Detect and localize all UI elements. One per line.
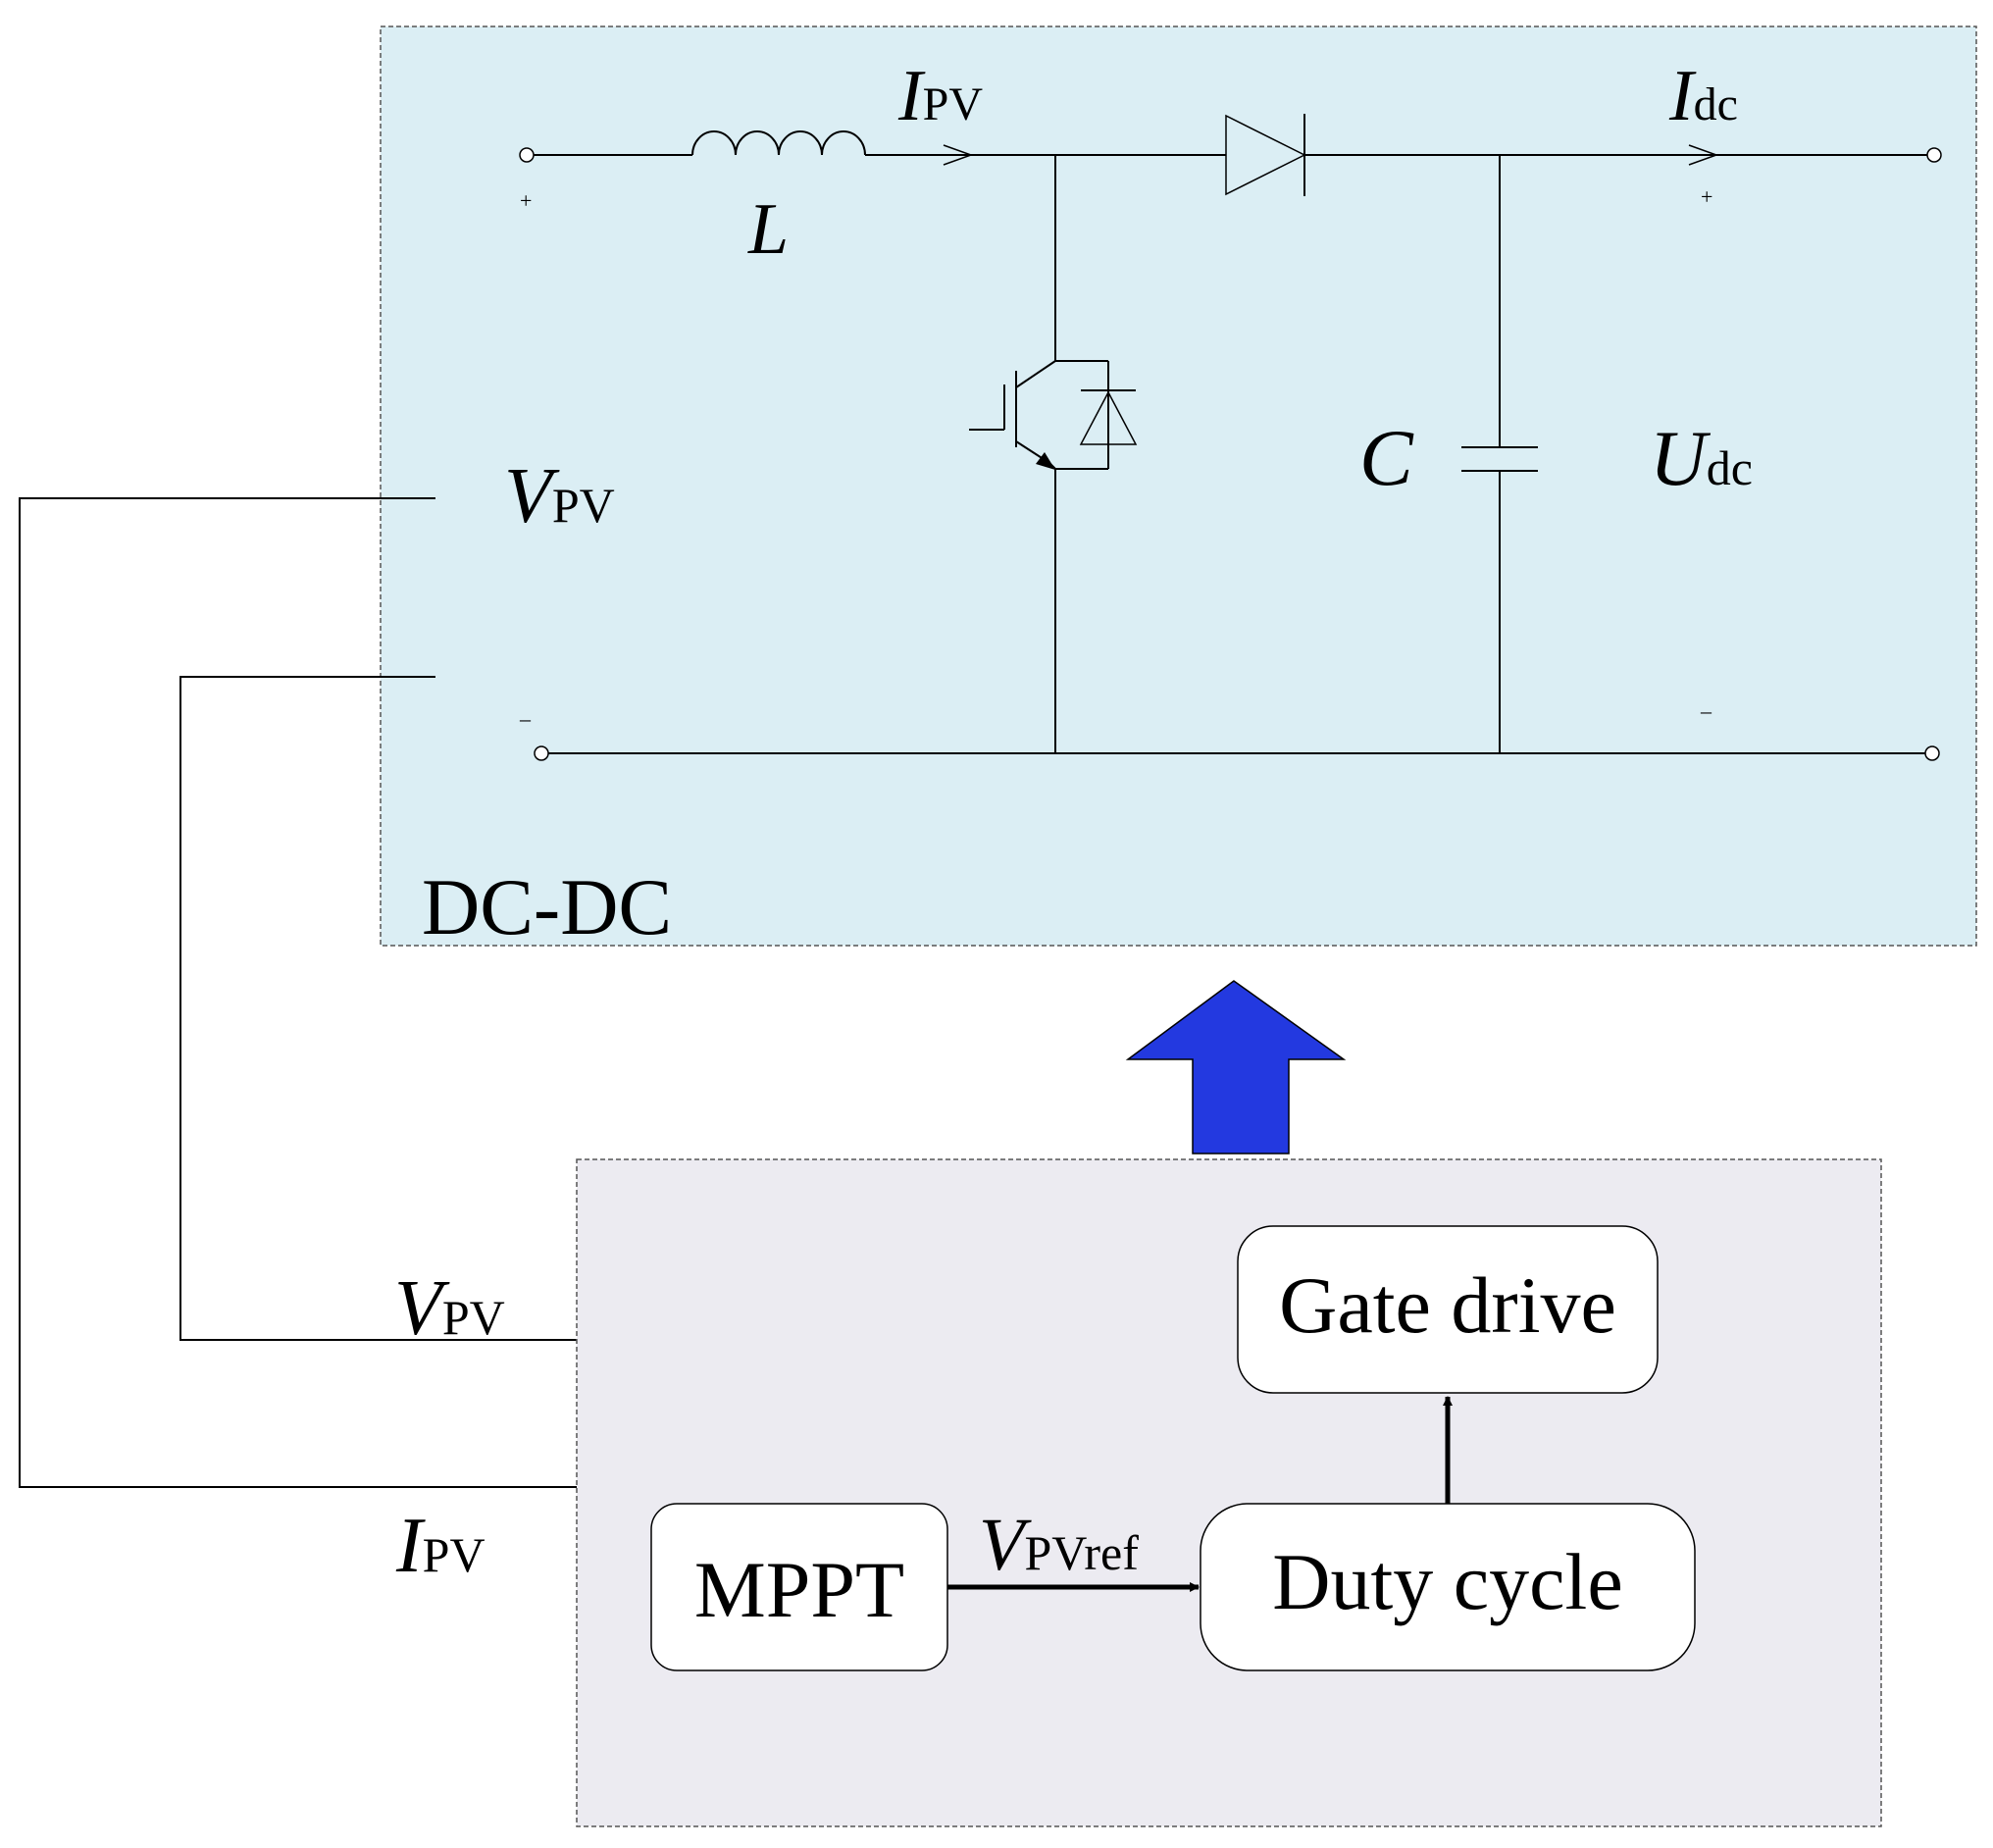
input-plus-terminal (519, 147, 535, 163)
control-to-converter-arrow (1125, 980, 1347, 1155)
ipv-feedback-wire (19, 497, 583, 1488)
control-box (576, 1158, 1882, 1827)
idc-arrow (1688, 144, 1719, 166)
vpv-feedback-label: VPV (394, 1265, 505, 1352)
udc-label: Udc (1650, 416, 1753, 502)
idc-label: Idc (1668, 56, 1738, 136)
dcdc-box (380, 26, 1977, 947)
vpv-input-label: VPV (504, 453, 615, 539)
input-minus-terminal (534, 745, 549, 761)
inductor-label: L (747, 189, 789, 270)
ipv-label: IPV (897, 56, 983, 136)
inductor-coil (691, 130, 866, 156)
output-minus-sign: – (1700, 698, 1712, 723)
mppt-label: MPPT (694, 1545, 904, 1634)
dcdc-title: DC-DC (422, 862, 672, 951)
input-plus-sign: + (520, 188, 532, 213)
series-diode (1225, 114, 1306, 196)
duty-cycle-label: Duty cycle (1272, 1537, 1622, 1626)
ipv-feedback-label: IPV (395, 1503, 485, 1589)
input-minus-sign: – (519, 706, 532, 731)
gate-drive-label: Gate drive (1279, 1260, 1616, 1350)
vpvref-label: VPVref (979, 1504, 1139, 1586)
vpv-feedback-wire (179, 676, 583, 1341)
gate-drive-block (1237, 1225, 1659, 1394)
output-plus-sign: + (1701, 184, 1712, 209)
capacitor-label: C (1359, 413, 1414, 502)
output-minus-terminal (1924, 745, 1940, 761)
output-plus-terminal (1926, 147, 1942, 163)
igbt-switch (969, 360, 1138, 470)
ipv-arrow (943, 144, 974, 166)
